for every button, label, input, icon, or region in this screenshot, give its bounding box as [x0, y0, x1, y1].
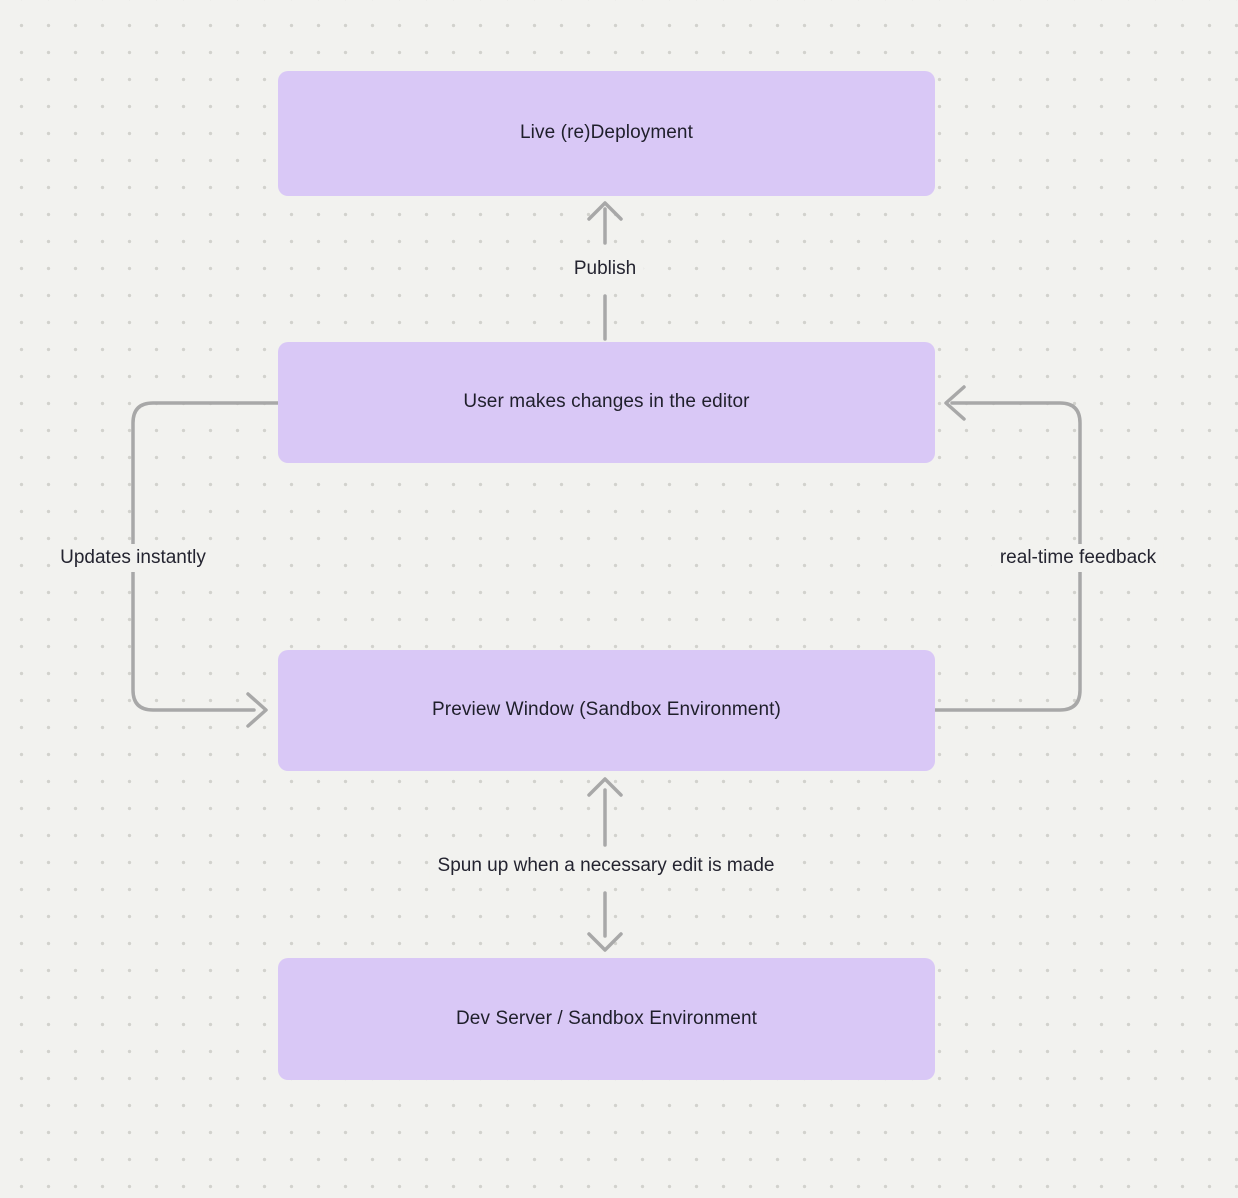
- node-preview-window[interactable]: Preview Window (Sandbox Environment): [278, 650, 935, 771]
- edge-label-publish: Publish: [565, 255, 645, 283]
- node-preview-window-label: Preview Window (Sandbox Environment): [432, 699, 781, 721]
- node-dev-server-label: Dev Server / Sandbox Environment: [455, 1007, 757, 1029]
- edge-label-spun-up: Spun up when a necessary edit is made: [429, 852, 783, 880]
- node-editor-changes-label: User makes changes in the editor: [463, 391, 750, 413]
- edge-publish-arrow[interactable]: [587, 201, 623, 341]
- edge-label-realtime-feedback: real-time feedback: [991, 544, 1165, 572]
- node-live-redeployment[interactable]: Live (re)Deployment: [278, 71, 935, 196]
- edge-spun-up-arrow[interactable]: [587, 777, 623, 952]
- node-dev-server[interactable]: Dev Server / Sandbox Environment: [278, 958, 935, 1080]
- node-editor-changes[interactable]: User makes changes in the editor: [278, 342, 935, 463]
- edge-label-updates-instantly: Updates instantly: [52, 544, 214, 572]
- node-live-redeployment-label: Live (re)Deployment: [520, 122, 693, 144]
